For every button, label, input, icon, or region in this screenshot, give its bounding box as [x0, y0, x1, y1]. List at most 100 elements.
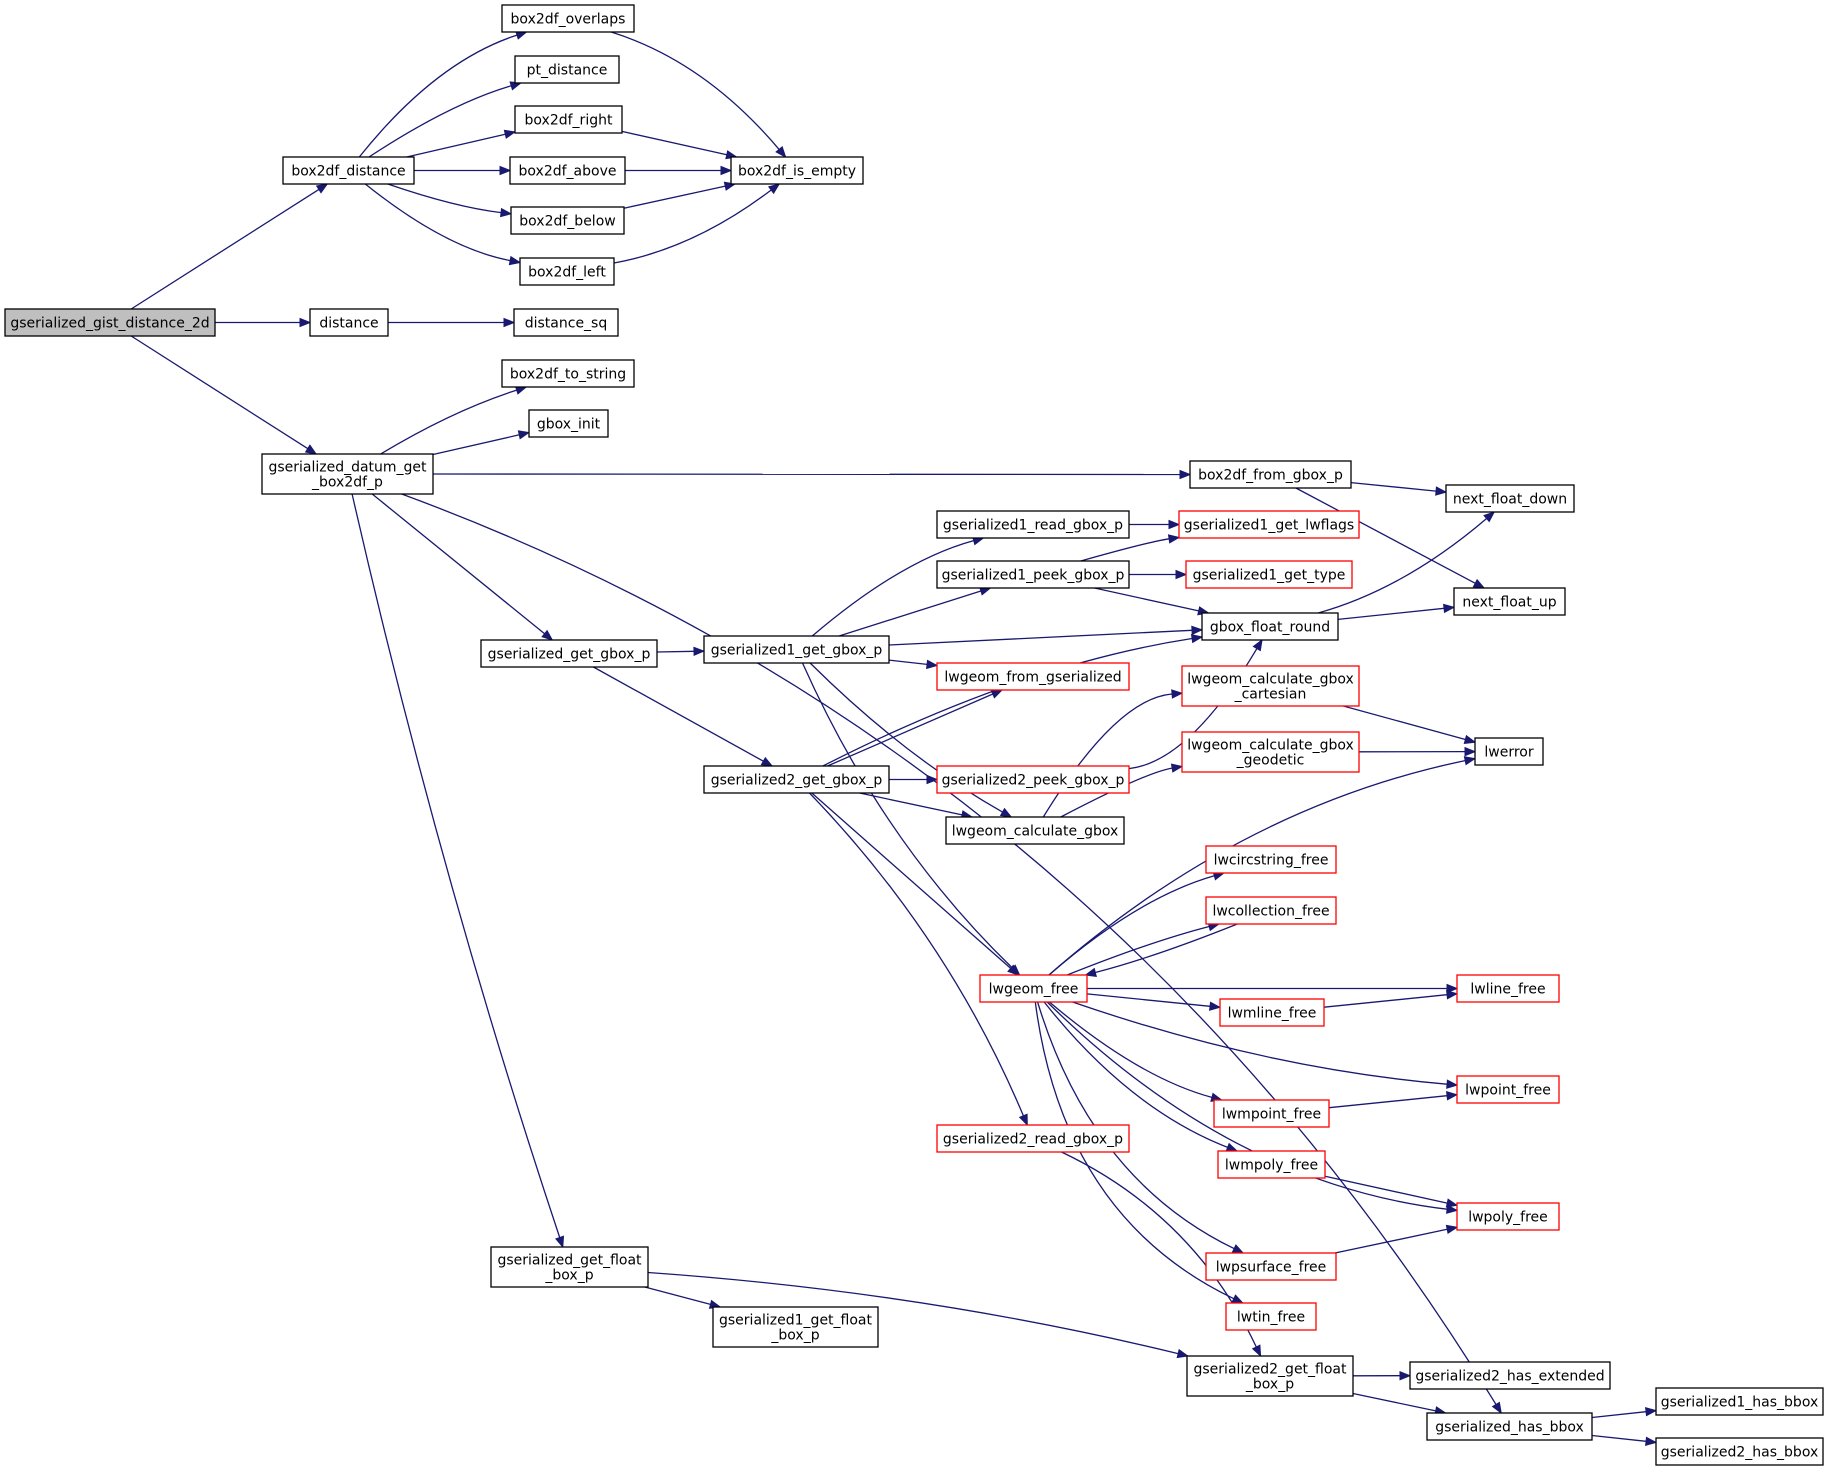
node-label: _geodetic	[1236, 753, 1305, 769]
node-box	[1217, 1150, 1326, 1179]
node-gserialized-get-gbox-p[interactable]: gserialized_get_gbox_p	[480, 639, 658, 668]
node-lwpsurface-free[interactable]: lwpsurface_free	[1205, 1252, 1337, 1281]
edge-line	[1072, 1001, 1448, 1085]
node-gserialized2-get-gbox-p[interactable]: gserialized2_get_gbox_p	[703, 765, 890, 794]
node-gserialized2-read-gbox-p[interactable]: gserialized2_read_gbox_p	[936, 1124, 1130, 1153]
node-label: box2df_below	[519, 214, 615, 230]
arrowhead	[1446, 983, 1459, 994]
node-gserialized2-has-extended[interactable]: gserialized2_has_extended	[1409, 1361, 1611, 1390]
node-gserialized2-peek-gbox-p[interactable]: gserialized2_peek_gbox_p	[936, 765, 1130, 794]
edge-gserialized_datum_get_box2df_p-to-gbox_init	[432, 430, 531, 456]
arrowhead	[1175, 569, 1188, 580]
node-gbox-init[interactable]: gbox_init	[528, 409, 609, 438]
edge-lwgeom_free-to-lwmline_free	[1086, 993, 1222, 1011]
node-lwline-free[interactable]: lwline_free	[1456, 974, 1560, 1003]
node-gserialized-get-float-box-p[interactable]: gserialized_get_float_box_p	[490, 1246, 649, 1288]
node-box	[1201, 612, 1339, 641]
node-box2df-above[interactable]: box2df_above	[509, 156, 626, 185]
node-lwpoint-free[interactable]: lwpoint_free	[1456, 1075, 1560, 1104]
node-label: gserialized2_has_extended	[1415, 1369, 1604, 1385]
edge-line	[888, 659, 928, 666]
node-lwpoly-free[interactable]: lwpoly_free	[1456, 1202, 1560, 1231]
node-box2df-from-gbox-p[interactable]: box2df_from_gbox_p	[1189, 460, 1352, 489]
node-lwerror[interactable]: lwerror	[1474, 737, 1544, 766]
node-gserialized1-peek-gbox-p[interactable]: gserialized1_peek_gbox_p	[936, 560, 1130, 589]
node-box2df-left[interactable]: box2df_left	[519, 257, 615, 286]
node-lwgeom-calculate-gbox[interactable]: lwgeom_calculate_gbox	[945, 816, 1125, 845]
node-box	[1181, 731, 1360, 773]
node-box2df-is-empty[interactable]: box2df_is_empty	[730, 156, 864, 185]
node-label: box2df_left	[528, 265, 606, 281]
node-lwcircstring-free[interactable]: lwcircstring_free	[1205, 845, 1337, 874]
node-next-float-down[interactable]: next_float_down	[1445, 484, 1575, 513]
node-box	[1219, 998, 1325, 1027]
node-label: lwpoint_free	[1465, 1083, 1551, 1099]
node-lwgeom-from-gserialized[interactable]: lwgeom_from_gserialized	[936, 662, 1130, 691]
node-distance[interactable]: distance	[309, 308, 389, 337]
node-gserialized1-get-float-box-p[interactable]: gserialized1_get_float_box_p	[712, 1306, 879, 1348]
node-pt-distance[interactable]: pt_distance	[514, 55, 620, 84]
node-box	[1453, 587, 1566, 616]
node-next-float-up[interactable]: next_float_up	[1453, 587, 1566, 616]
node-distance-sq[interactable]: distance_sq	[513, 308, 619, 337]
node-box	[501, 359, 635, 388]
node-gserialized1-has-bbox[interactable]: gserialized1_has_bbox	[1655, 1387, 1824, 1416]
edge-line	[1295, 487, 1476, 584]
node-gserialized1-read-gbox-p[interactable]: gserialized1_read_gbox_p	[936, 510, 1130, 539]
node-box2df-distance[interactable]: box2df_distance	[282, 156, 415, 185]
edge-line	[811, 539, 974, 637]
node-box2df-overlaps[interactable]: box2df_overlaps	[501, 4, 635, 33]
arrowhead	[1445, 1198, 1459, 1208]
node-box	[936, 510, 1130, 539]
edge-lwgeom_free-to-lwline_free	[1086, 983, 1459, 994]
node-lwgeom-calculate-gbox-geodetic[interactable]: lwgeom_calculate_gbox_geodetic	[1181, 731, 1360, 773]
node-lwgeom-calculate-gbox-cartesian[interactable]: lwgeom_calculate_gbox_cartesian	[1181, 665, 1360, 707]
node-gserialized1-get-type[interactable]: gserialized1_get_type	[1185, 560, 1353, 589]
node-label: _box_p	[770, 1328, 819, 1344]
edge-line	[406, 133, 506, 158]
node-lwmpoly-free[interactable]: lwmpoly_free	[1217, 1150, 1326, 1179]
edge-line	[1318, 518, 1488, 614]
arrowhead	[1463, 734, 1477, 744]
arrowhead	[1645, 1436, 1658, 1446]
node-lwcollection-free[interactable]: lwcollection_free	[1205, 896, 1337, 925]
node-label: pt_distance	[527, 63, 608, 79]
node-box2df-right[interactable]: box2df_right	[514, 105, 623, 134]
node-gserialized-datum-get-box2df-p[interactable]: gserialized_datum_get_box2df_p	[261, 453, 434, 495]
node-lwmline-free[interactable]: lwmline_free	[1219, 998, 1325, 1027]
edge-gserialized_get_float_box_p-to-gserialized1_get_float_box_p	[644, 1286, 722, 1309]
edge-lwcollection_free-to-lwgeom_free	[1084, 923, 1238, 977]
edge-lwgeom_calculate_gbox-to-lwgeom_calculate_gbox_geodetic	[1060, 763, 1184, 818]
node-root[interactable]: gserialized_gist_distance_2d	[4, 308, 216, 337]
arrowhead	[1007, 964, 1020, 976]
edge-box2df_above-to-box2df_is_empty	[624, 165, 733, 176]
node-lwgeom-free[interactable]: lwgeom_free	[979, 974, 1088, 1003]
arrowhead	[775, 145, 787, 159]
node-lwtin-free[interactable]: lwtin_free	[1225, 1302, 1317, 1331]
edge-line	[1350, 481, 1437, 492]
node-label: gserialized_datum_get	[268, 460, 427, 476]
arrowhead	[1209, 1001, 1222, 1011]
arrowhead	[1399, 1370, 1412, 1381]
edge-line	[888, 629, 1193, 646]
node-gserialized2-has-bbox[interactable]: gserialized2_has_bbox	[1655, 1437, 1824, 1466]
node-label: gserialized_get_float	[497, 1253, 642, 1269]
node-box	[712, 1306, 879, 1348]
arrowhead	[541, 629, 554, 641]
arrowhead	[1176, 1348, 1190, 1359]
edge-line	[380, 389, 517, 455]
node-box2df-below[interactable]: box2df_below	[510, 206, 625, 235]
node-lwmpoint-free[interactable]: lwmpoint_free	[1213, 1099, 1330, 1128]
node-box	[1225, 1302, 1317, 1331]
node-gserialized1-get-lwflags[interactable]: gserialized1_get_lwflags	[1178, 510, 1360, 539]
arrowhead	[1445, 1224, 1459, 1235]
node-gserialized1-get-gbox-p[interactable]: gserialized1_get_gbox_p	[703, 635, 890, 664]
arrowhead	[304, 444, 318, 455]
node-gserialized-has-bbox[interactable]: gserialized_has_bbox	[1426, 1412, 1593, 1441]
node-gserialized2-get-float-box-p[interactable]: gserialized2_get_float_box_p	[1186, 1355, 1354, 1397]
edge-box2df_distance-to-box2df_overlaps	[358, 30, 528, 158]
node-gbox-float-round[interactable]: gbox_float_round	[1201, 612, 1339, 641]
node-box2df-to-string[interactable]: box2df_to_string	[501, 359, 635, 388]
arrowhead	[1483, 511, 1496, 523]
arrowhead	[299, 317, 312, 328]
